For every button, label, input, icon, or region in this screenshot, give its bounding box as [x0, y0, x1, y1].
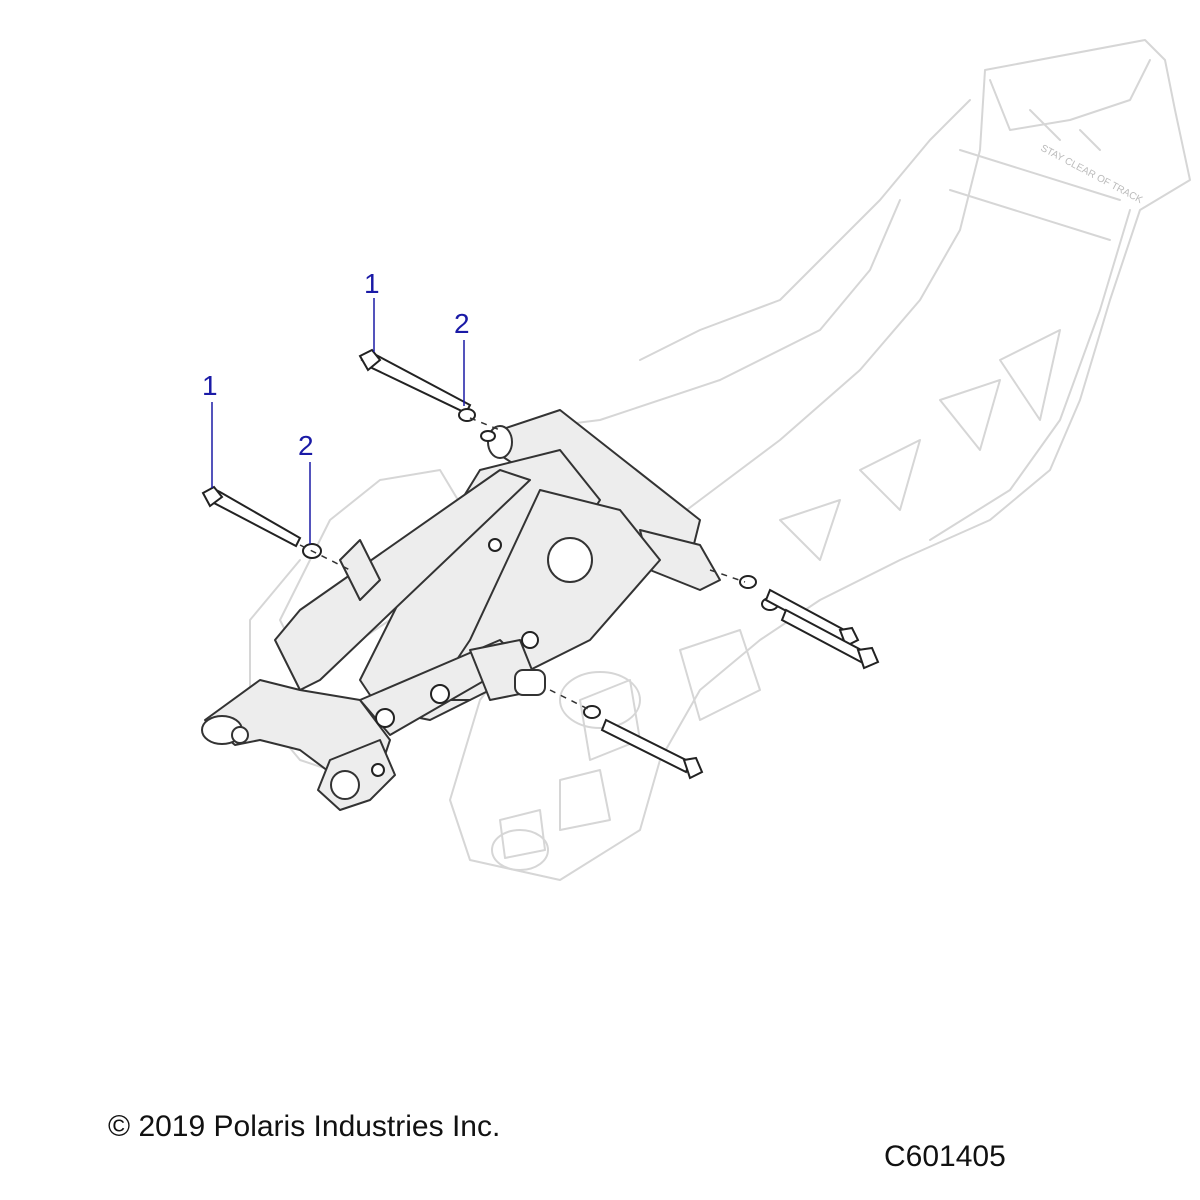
frame-decal-text: STAY CLEAR OF TRACK — [1039, 143, 1145, 206]
callout-2-upper-label: 2 — [454, 308, 470, 339]
figure-id: C601405 — [884, 1140, 1006, 1173]
callout-2-lower[interactable]: 2 — [298, 430, 314, 544]
callout-2-upper[interactable]: 2 — [454, 308, 470, 406]
copyright-notice: © 2019 Polaris Industries Inc. — [108, 1110, 501, 1143]
callout-1-upper[interactable]: 1 — [364, 268, 380, 352]
hardware-left-bolt-set — [201, 485, 351, 571]
hardware-right-bolt-set — [709, 569, 880, 670]
rear-torque-arm-assembly — [201, 409, 721, 811]
frame-decal: STAY CLEAR OF TRACK — [1039, 143, 1145, 206]
hardware-lower-bolt-set — [549, 689, 704, 780]
callout-1-upper-label: 1 — [364, 268, 380, 299]
callout-1-lower[interactable]: 1 — [202, 370, 218, 488]
hardware-upper-bolt-set — [358, 348, 501, 442]
callout-2-lower-label: 2 — [298, 430, 314, 461]
ghost-suspension-frame: STAY CLEAR OF TRACK — [249, 39, 1191, 881]
callout-1-lower-label: 1 — [202, 370, 218, 401]
